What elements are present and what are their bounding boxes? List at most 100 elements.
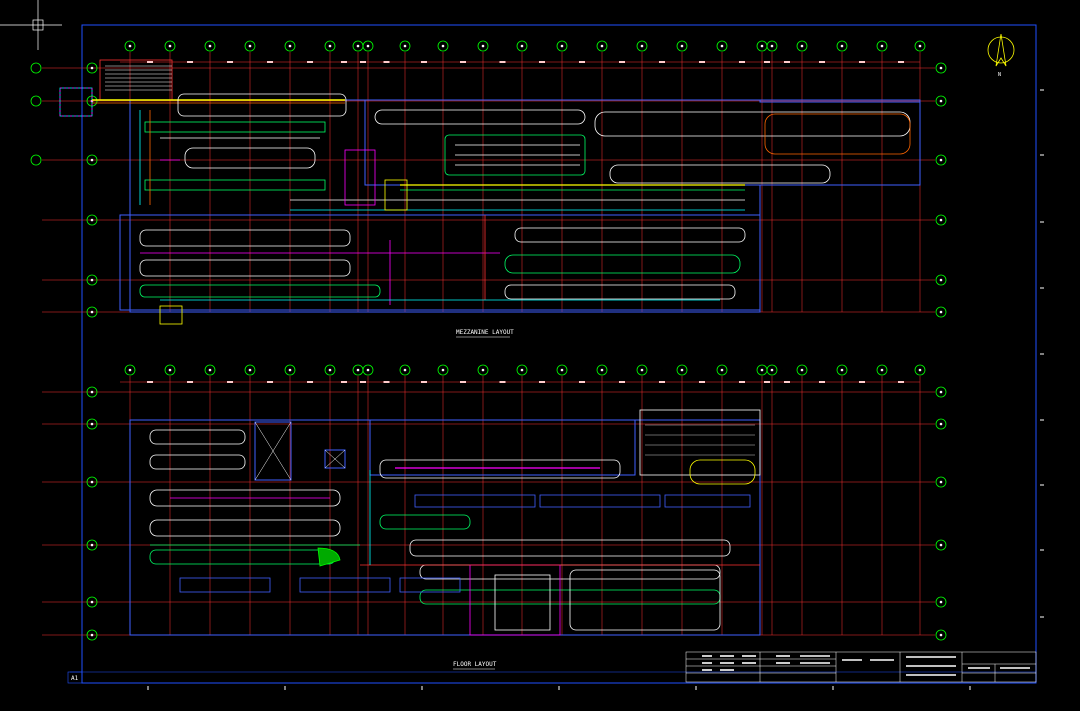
grid-bubble-icon <box>935 95 947 107</box>
grid-bubble-icon <box>362 364 374 376</box>
grid-bubble-dot <box>90 543 94 547</box>
grid-bubble-dot <box>481 368 485 372</box>
grid-bubble-dot <box>208 44 212 48</box>
grid-bubble-icon <box>596 40 608 52</box>
grid-bubble-dot <box>481 44 485 48</box>
grid-bubble-icon <box>437 40 449 52</box>
grid-bubble-dot <box>90 218 94 222</box>
grid-bubble-dot <box>600 44 604 48</box>
grid-bubble-icon <box>596 364 608 376</box>
north-arrow-label: N <box>998 72 1001 78</box>
grid-bubble-icon <box>86 539 98 551</box>
grid-bubble-icon <box>935 629 947 641</box>
grid-bubble-icon <box>86 274 98 286</box>
grid-bubble-icon <box>556 40 568 52</box>
grid-bubble-dot <box>403 44 407 48</box>
grid-bubble-dot <box>328 368 332 372</box>
grid-bubble-icon <box>164 40 176 52</box>
grid-bubble-dot <box>248 368 252 372</box>
grid-bubble-dot <box>880 44 884 48</box>
grid-bubble-dot <box>939 422 943 426</box>
grid-bubble-icon <box>124 40 136 52</box>
grid-bubble-icon <box>914 40 926 52</box>
grid-bubble-icon <box>477 40 489 52</box>
grid-bubble-icon <box>716 40 728 52</box>
grid-bubble-icon <box>935 306 947 318</box>
north-arrow-icon <box>987 33 1015 67</box>
grid-bubble-dot <box>880 368 884 372</box>
grid-bubble-icon <box>86 306 98 318</box>
grid-bubble-icon <box>935 596 947 608</box>
grid-bubble-dot <box>366 368 370 372</box>
grid-bubble-dot <box>168 368 172 372</box>
grid-bubble-dot <box>90 600 94 604</box>
grid-bubble-dot <box>560 44 564 48</box>
grid-bubble-dot <box>90 390 94 394</box>
grid-bubble-dot <box>288 44 292 48</box>
grid-bubble-dot <box>520 368 524 372</box>
lower-plan-equipment <box>149 409 761 636</box>
grid-bubble-icon <box>124 364 136 376</box>
grid-bubble-icon <box>516 40 528 52</box>
grid-bubble-dot <box>939 480 943 484</box>
grid-bubble-dot <box>800 368 804 372</box>
grid-bubble-dot <box>328 44 332 48</box>
grid-bubble-dot <box>208 368 212 372</box>
grid-bubble-dot <box>90 158 94 162</box>
grid-bubble-icon <box>86 629 98 641</box>
grid-bubble-icon <box>914 364 926 376</box>
grid-bubble-dot <box>939 66 943 70</box>
grid-bubble-icon <box>876 40 888 52</box>
grid-bubble-dot <box>640 44 644 48</box>
sheet-border <box>81 24 1037 684</box>
grid-bubble-dot <box>840 368 844 372</box>
grid-bubble-dot <box>939 600 943 604</box>
corner-badge-label: A1 <box>71 675 79 682</box>
grid-bubble-icon <box>86 418 98 430</box>
grid-bubble-dot <box>760 368 764 372</box>
upper-plan-caption: MEZZANINE LAYOUT <box>456 329 514 336</box>
grid-bubble-icon <box>86 476 98 488</box>
grid-bubble-dot <box>168 44 172 48</box>
grid-bubble-icon <box>935 274 947 286</box>
lower-plan-caption: FLOOR LAYOUT <box>453 661 497 668</box>
crosshair-cursor-icon <box>0 0 62 50</box>
grid-bubble-icon <box>876 364 888 376</box>
grid-bubble-dot <box>520 44 524 48</box>
grid-bubble-icon <box>284 364 296 376</box>
grid-bubble-icon <box>30 95 42 107</box>
grid-bubble-dot <box>770 368 774 372</box>
grid-bubble-dot <box>128 44 132 48</box>
grid-bubble-dot <box>560 368 564 372</box>
grid-bubble-icon <box>164 364 176 376</box>
lower-plan-building <box>129 419 761 636</box>
grid-bubble-dot <box>939 158 943 162</box>
grid-bubble-icon <box>766 364 778 376</box>
grid-bubble-dot <box>288 368 292 372</box>
grid-bubble-icon <box>477 364 489 376</box>
grid-bubble-dot <box>840 44 844 48</box>
grid-bubble-icon <box>30 154 42 166</box>
grid-bubble-dot <box>680 368 684 372</box>
grid-bubble-icon <box>437 364 449 376</box>
grid-bubble-icon <box>324 364 336 376</box>
corner-badge <box>67 671 83 684</box>
grid-bubble-dot <box>918 368 922 372</box>
grid-bubble-dot <box>939 278 943 282</box>
grid-bubble-icon <box>836 364 848 376</box>
grid-bubble-icon <box>766 40 778 52</box>
grid-bubble-icon <box>716 364 728 376</box>
grid-bubble-icon <box>244 40 256 52</box>
grid-bubble-icon <box>935 386 947 398</box>
grid-bubble-dot <box>939 633 943 637</box>
grid-bubble-dot <box>248 44 252 48</box>
grid-bubble-icon <box>399 40 411 52</box>
grid-bubble-icon <box>516 364 528 376</box>
grid-bubble-icon <box>935 418 947 430</box>
grid-bubble-icon <box>935 476 947 488</box>
grid-bubble-dot <box>366 44 370 48</box>
grid-bubble-dot <box>90 278 94 282</box>
grid-bubble-dot <box>356 44 360 48</box>
grid-bubble-icon <box>86 214 98 226</box>
